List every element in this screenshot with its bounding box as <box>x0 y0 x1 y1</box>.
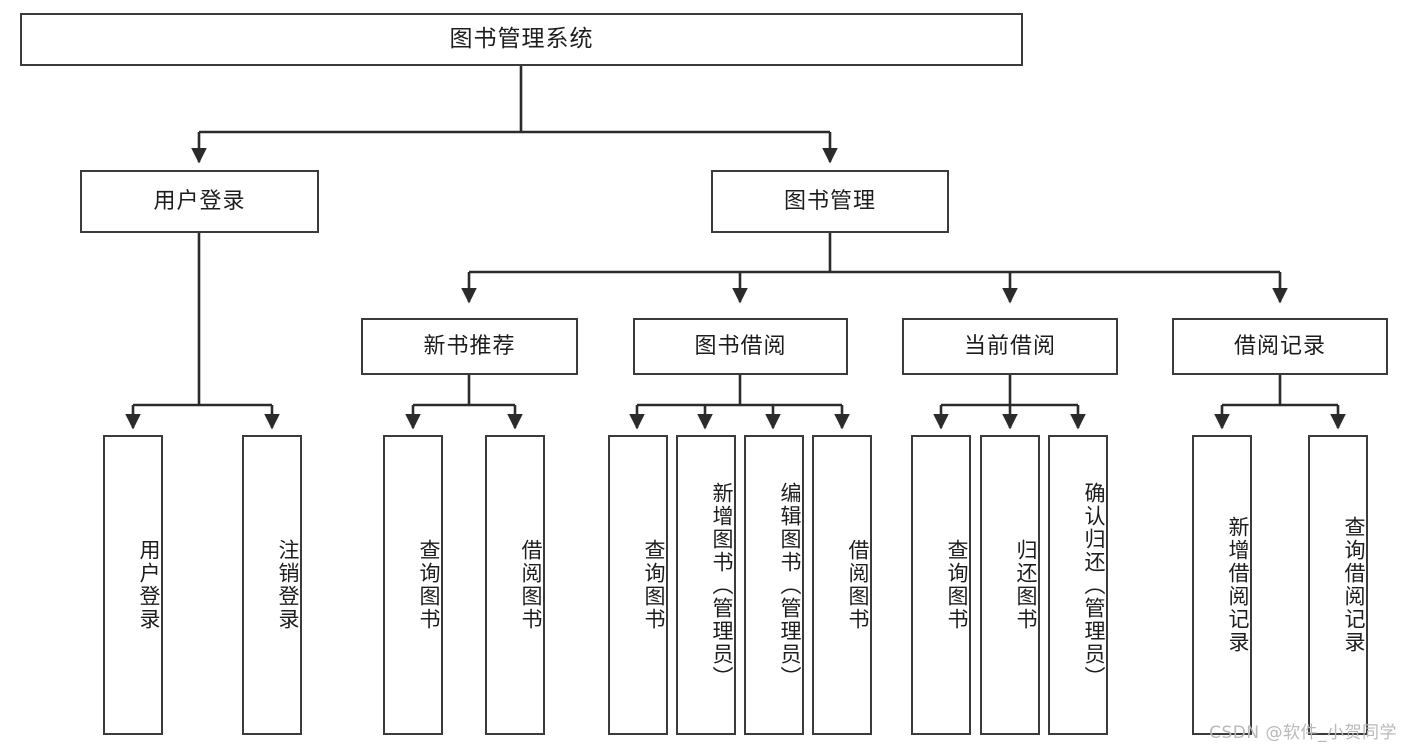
node-label: 新书推荐 <box>423 333 516 359</box>
node-label: 确认归还（管理员） <box>1082 481 1106 689</box>
leaf-current-borrow-return-book[interactable]: 归还图书 <box>980 435 1040 735</box>
node-borrow-record[interactable]: 借阅记录 <box>1172 318 1388 375</box>
node-new-book-recommend[interactable]: 新书推荐 <box>361 318 578 375</box>
node-label: 新增借阅记录 <box>1226 516 1250 654</box>
node-book-management[interactable]: 图书管理 <box>711 170 949 233</box>
node-label: 查询图书 <box>945 539 969 631</box>
node-label: 当前借阅 <box>963 333 1056 359</box>
node-label: 借阅图书 <box>846 539 870 631</box>
leaf-book-borrow-edit-book-admin[interactable]: 编辑图书（管理员） <box>744 435 804 735</box>
leaf-book-borrow-borrow-book[interactable]: 借阅图书 <box>812 435 872 735</box>
node-label: 新增图书（管理员） <box>710 481 734 689</box>
leaf-borrow-record-add-record[interactable]: 新增借阅记录 <box>1192 435 1252 735</box>
leaf-book-borrow-query-book[interactable]: 查询图书 <box>608 435 668 735</box>
node-label: 归还图书 <box>1014 539 1038 631</box>
node-book-borrow[interactable]: 图书借阅 <box>633 318 848 375</box>
node-label: 图书借阅 <box>694 333 787 359</box>
node-label: 注销登录 <box>276 539 300 631</box>
node-root-book-management-system[interactable]: 图书管理系统 <box>20 13 1023 66</box>
leaf-book-borrow-add-book-admin[interactable]: 新增图书（管理员） <box>676 435 736 735</box>
node-label: 借阅记录 <box>1233 333 1326 359</box>
leaf-new-book-borrow-book[interactable]: 借阅图书 <box>485 435 545 735</box>
csdn-watermark: CSDN @软件_小贺同学 <box>1209 723 1397 743</box>
leaf-new-book-query-book[interactable]: 查询图书 <box>383 435 443 735</box>
leaf-user-login-logout[interactable]: 注销登录 <box>242 435 302 735</box>
node-label: 查询借阅记录 <box>1342 516 1366 654</box>
node-label: 用户登录 <box>137 539 161 631</box>
node-label: 图书管理系统 <box>449 25 594 52</box>
node-label: 用户登录 <box>153 188 246 214</box>
leaf-current-borrow-query-book[interactable]: 查询图书 <box>911 435 971 735</box>
node-current-borrow[interactable]: 当前借阅 <box>902 318 1118 375</box>
leaf-borrow-record-query-record[interactable]: 查询借阅记录 <box>1308 435 1368 735</box>
node-label: 图书管理 <box>783 188 876 214</box>
node-label: 借阅图书 <box>519 539 543 631</box>
node-label: 查询图书 <box>642 539 666 631</box>
leaf-current-borrow-confirm-return-admin[interactable]: 确认归还（管理员） <box>1048 435 1108 735</box>
leaf-user-login-login[interactable]: 用户登录 <box>103 435 163 735</box>
node-label: 编辑图书（管理员） <box>778 481 802 689</box>
node-label: 查询图书 <box>417 539 441 631</box>
node-user-login[interactable]: 用户登录 <box>80 170 319 233</box>
